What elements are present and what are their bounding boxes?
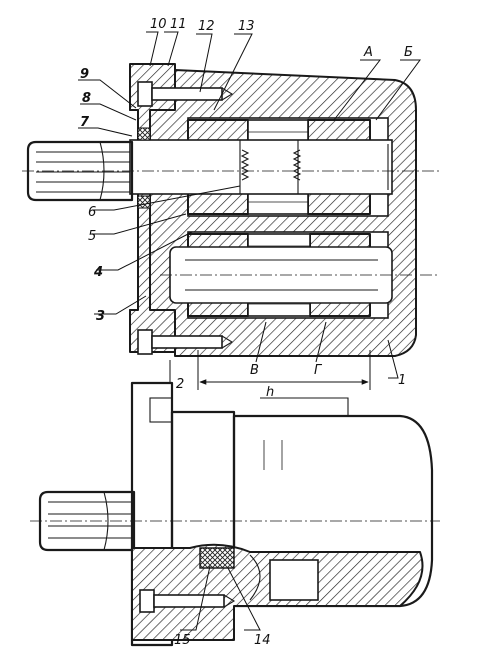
drive-shaft <box>129 139 393 195</box>
bottom-bolt <box>137 329 234 355</box>
splined-shaft-end <box>26 140 134 202</box>
callout-v: В <box>250 363 259 378</box>
callout-1: 1 <box>398 373 406 388</box>
callout-15: 15 <box>174 633 191 648</box>
shaft-seal <box>137 127 151 141</box>
callout-10: 10 <box>150 17 167 32</box>
callout-2: 2 <box>176 377 184 392</box>
callout-3: 3 <box>96 309 105 324</box>
callout-6: 6 <box>88 205 96 220</box>
callout-5: 5 <box>88 229 96 244</box>
seal-ring <box>199 547 235 569</box>
leader-lines <box>78 31 421 631</box>
callout-13: 13 <box>238 19 255 34</box>
callout-14: 14 <box>254 633 271 648</box>
callout-labels: 10 11 12 13 А Б 9 8 7 6 5 4 3 2 В Г 1 15… <box>80 17 413 648</box>
callout-8: 8 <box>82 91 91 106</box>
pump-body <box>232 414 434 608</box>
dimension-h: h <box>266 385 274 400</box>
callout-b: Б <box>404 45 413 60</box>
section-view: h <box>22 63 440 400</box>
callout-12: 12 <box>198 19 215 34</box>
callout-7: 7 <box>80 115 90 130</box>
callout-4: 4 <box>93 265 103 280</box>
callout-g: Г <box>314 363 323 378</box>
shaft-seal-lower <box>137 195 151 209</box>
callout-9: 9 <box>80 67 89 82</box>
callout-a: А <box>363 45 373 60</box>
exterior-view <box>30 381 440 647</box>
callout-11: 11 <box>170 17 187 32</box>
